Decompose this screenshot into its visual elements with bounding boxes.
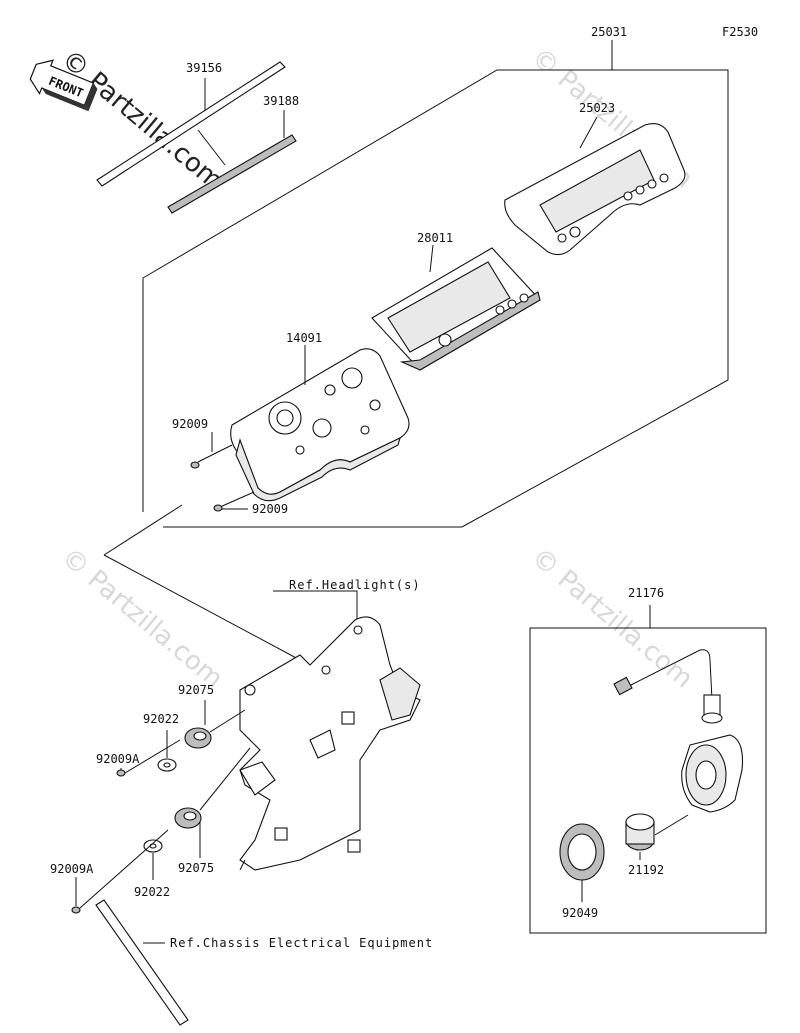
windscreen-strip-39156 [96, 61, 286, 187]
gear-21192 [625, 813, 689, 860]
label-14091: 14091 [286, 331, 322, 345]
label-92009A-upper: 92009A [96, 752, 140, 766]
label-39188: 39188 [263, 94, 299, 108]
watermark-mid-right: © Partzilla.com [526, 542, 699, 694]
screw-92009-upper [190, 432, 233, 469]
grommet-92075-lower [174, 747, 251, 858]
washer-92022-upper [157, 730, 177, 772]
meter-assembly-outline [142, 40, 729, 528]
lcd-unit-28011 [371, 244, 541, 371]
label-25023: 25023 [579, 101, 615, 115]
label-39156: 39156 [186, 61, 222, 75]
cable-strap [95, 899, 189, 1026]
front-arrow-icon: FRONT [29, 59, 98, 112]
meter-cover-25023 [504, 116, 686, 256]
label-21176: 21176 [628, 586, 664, 600]
label-28011: 28011 [417, 231, 453, 245]
seal-92049 [559, 823, 605, 902]
ref-headlight: Ref.Headlight(s) [289, 578, 421, 592]
diagram-code: F2530 [722, 25, 758, 39]
watermark-mid-left: © Partzilla.com [56, 542, 229, 694]
label-92009A-lower: 92009A [50, 862, 94, 876]
windscreen-strip-39188 [167, 110, 297, 214]
label-92009-lower: 92009 [252, 502, 288, 516]
screw-92009-lower [213, 491, 255, 512]
label-92049: 92049 [562, 906, 598, 920]
label-92075-lower: 92075 [178, 861, 214, 875]
sensor-box [529, 605, 767, 934]
label-92009-upper: 92009 [172, 417, 208, 431]
speed-sensor-21176 [613, 649, 744, 813]
meter-case-14091 [230, 345, 410, 502]
meter-bracket [239, 616, 421, 871]
grommet-92075-upper [184, 700, 246, 749]
bolt-92009A-upper [116, 739, 181, 777]
label-92075-upper: 92075 [178, 683, 214, 697]
ref-chassis: Ref.Chassis Electrical Equipment [170, 936, 433, 950]
label-25031: 25031 [591, 25, 627, 39]
washer-92022-lower [143, 839, 163, 880]
bolt-92009A-lower [71, 829, 169, 914]
label-92022-lower: 92022 [134, 885, 170, 899]
label-92022-upper: 92022 [143, 712, 179, 726]
label-21192: 21192 [628, 863, 664, 877]
